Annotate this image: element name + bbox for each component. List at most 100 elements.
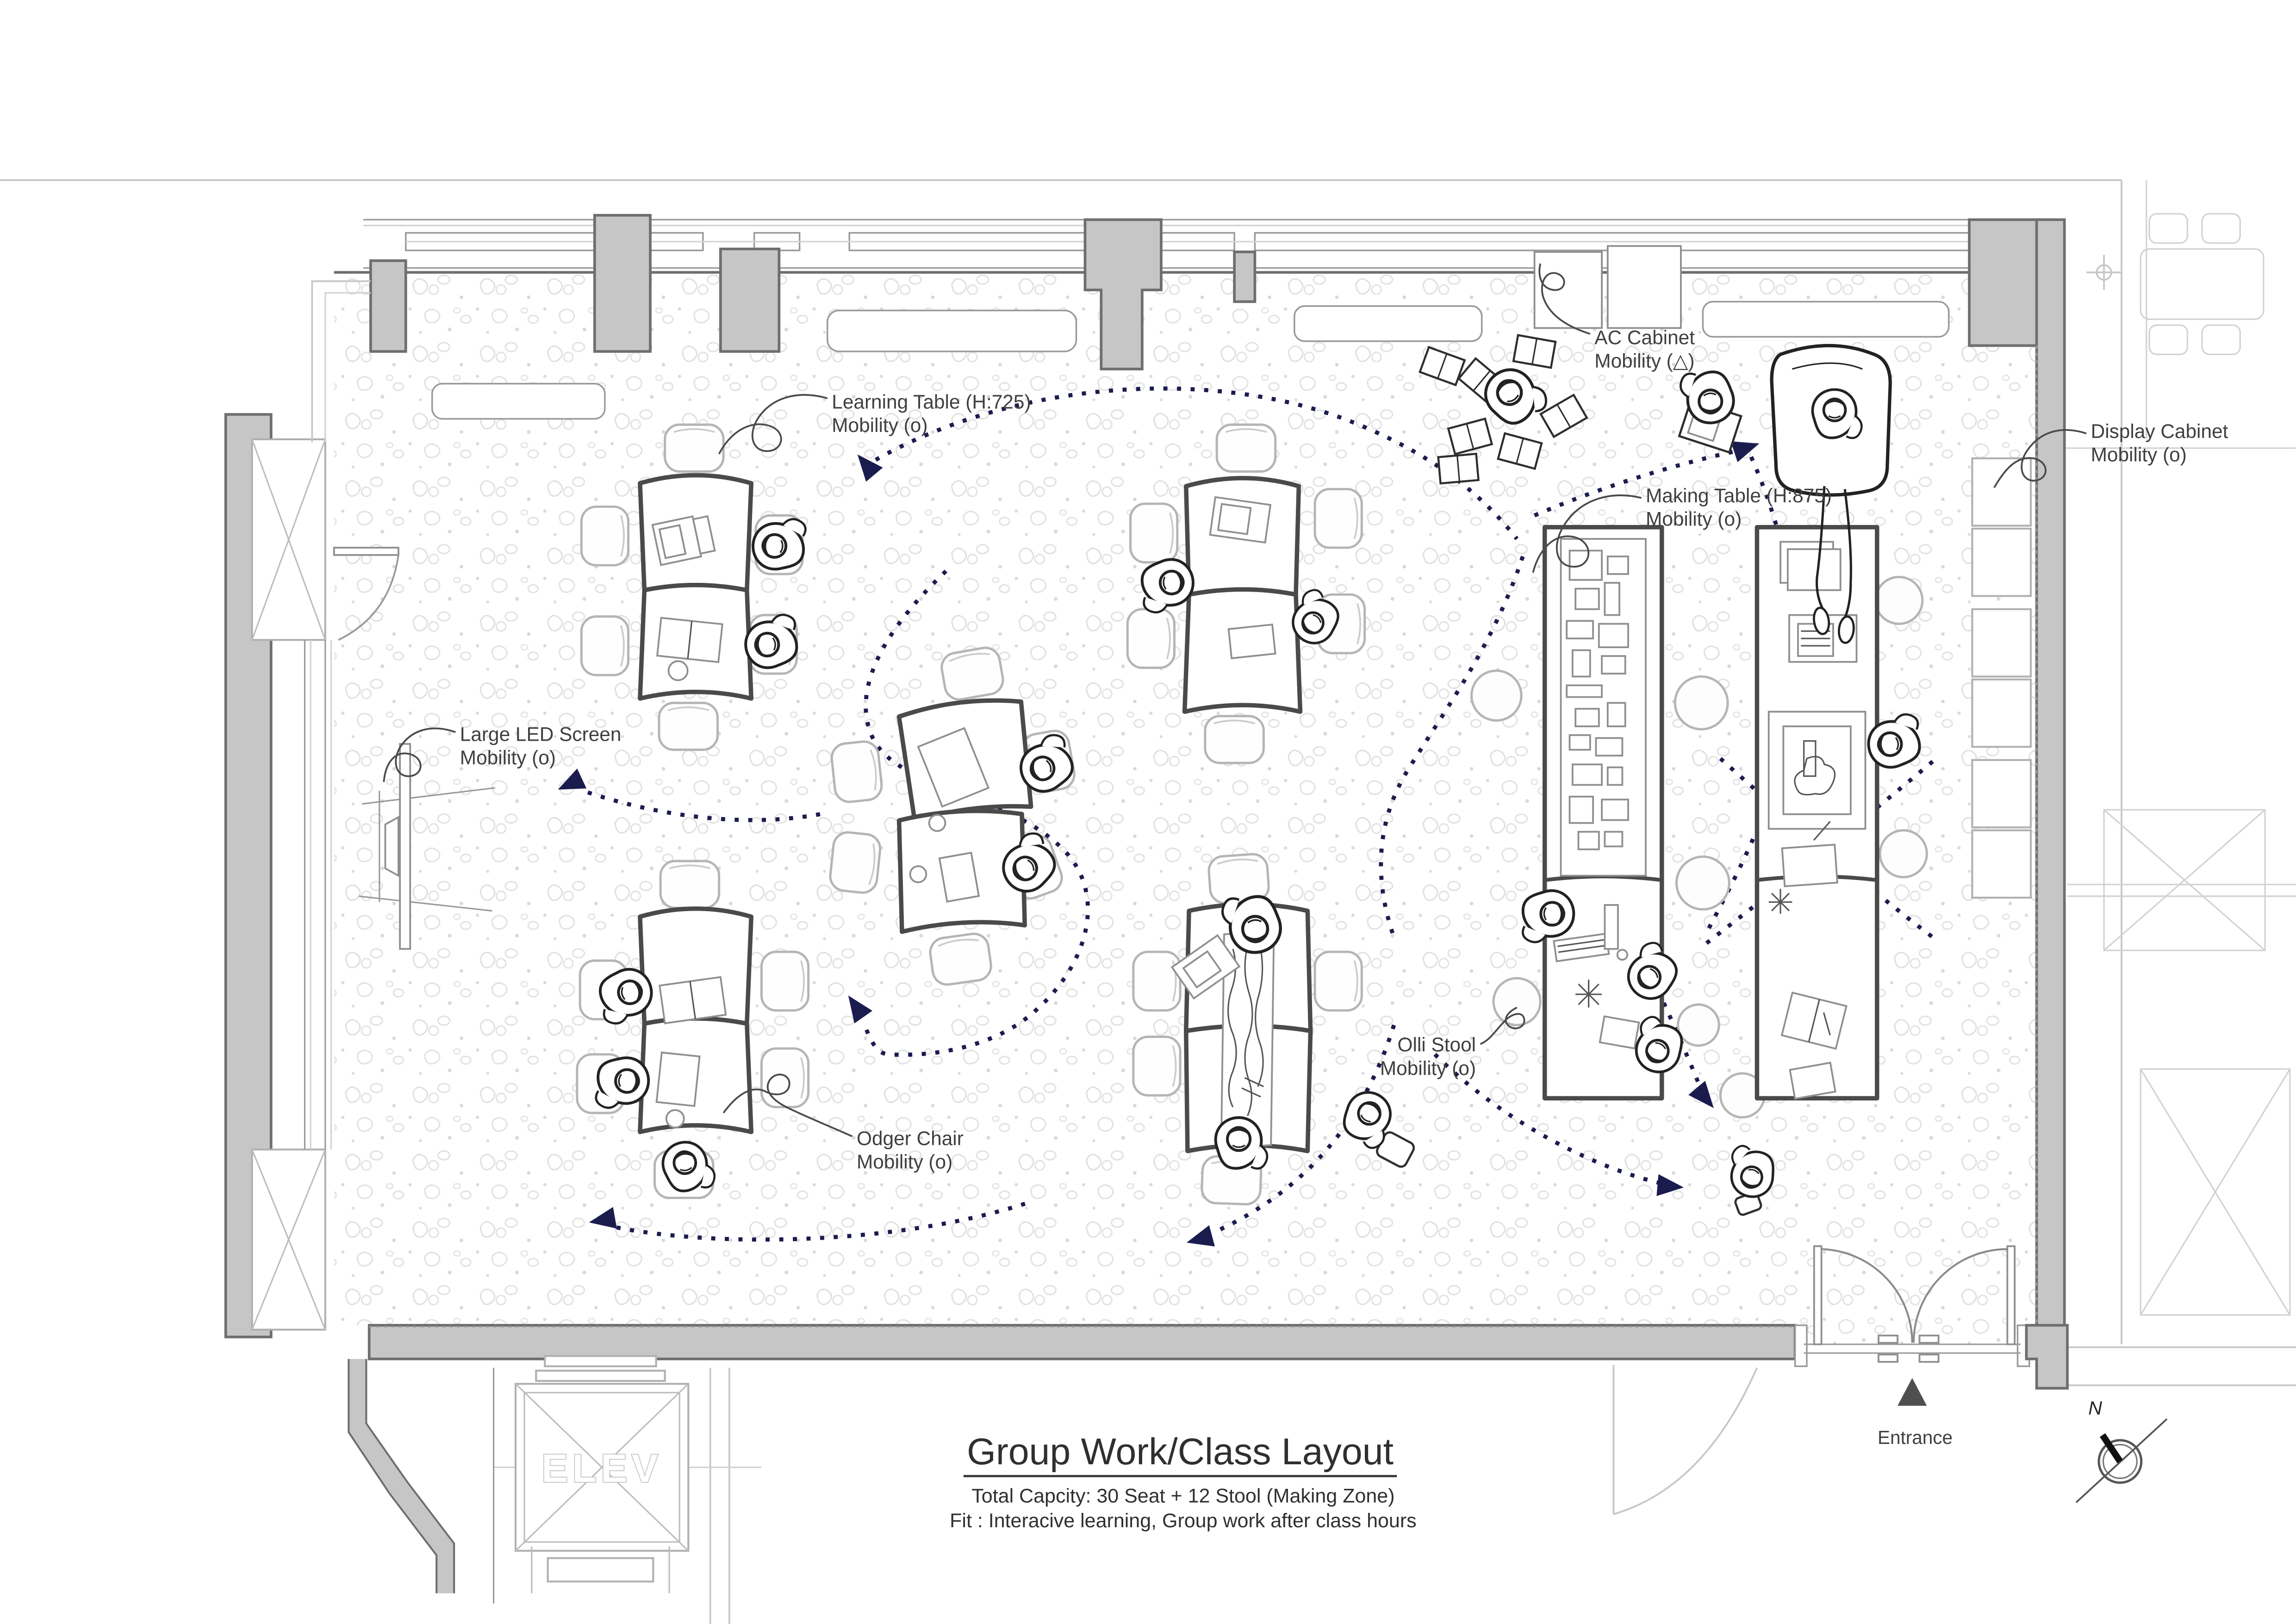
person-figure [744,613,798,669]
pegboard-part [1566,684,1603,698]
pegboard-part [1574,708,1600,727]
person-figure [1292,589,1339,644]
elevator-lobby: ELEV [333,547,690,1604]
flow-arrow-icon [589,1207,617,1229]
chair [664,423,725,473]
elevator-door [535,1369,666,1382]
notebook [1780,991,1848,1050]
pegboard-part [1604,582,1620,616]
pegboard-part [1577,831,1600,850]
left-shaft-top [251,438,326,641]
person-figure [1343,1091,1392,1149]
context-lines [0,179,2296,1624]
making-table-1 [1542,525,1664,1101]
stool [1874,575,1924,625]
book [1447,417,1493,456]
cup [909,865,927,883]
survey-cross-icon [2086,255,2122,290]
bottom-wall [367,1324,1797,1361]
column [369,259,407,353]
capacity-line: Total Capcity: 30 Seat + 12 Stool (Makin… [971,1485,1394,1507]
person-figure [1221,895,1282,954]
right-wall [2035,218,2066,1361]
pegboard-part [1568,550,1603,581]
legs [1816,486,1852,618]
person-figure [1635,1016,1683,1074]
chair [658,701,719,751]
entrance-label: Entrance [1878,1427,1953,1448]
fit-line: Fit : Interacive learning, Group work af… [950,1510,1417,1532]
context-door-swing [1613,1367,1758,1515]
flow-arrow-icon [1656,1174,1684,1196]
large-led-screen [359,743,495,950]
paper-roll [1220,930,1275,1149]
person-figure [1140,558,1195,613]
entrance-bay [1794,1245,2069,1390]
person-figure [1627,942,1678,1000]
stool [1675,855,1730,911]
pegboard-part [1601,799,1629,821]
chair [1215,423,1277,473]
context-shaft-1 [2103,809,2266,951]
chair [829,831,882,894]
pegboard-part [1606,556,1629,575]
paper-sheet [917,727,990,808]
north-label: N [2088,1398,2102,1419]
book [1419,346,1466,387]
paper-sheet [1599,1015,1640,1049]
person-figure [661,1141,716,1193]
chair [1126,608,1176,669]
display-cabinet-unit [1971,527,2032,597]
person-figure [1214,1116,1269,1170]
chair [1132,950,1182,1012]
cup [928,814,946,832]
column [593,214,652,353]
cup [667,660,689,681]
entry-door-swing-left [1821,1248,1913,1343]
paper-sheet [1227,623,1276,659]
person-figure [1730,1145,1774,1198]
elevator-label: ELEV [541,1447,662,1491]
pegboard-part [1604,831,1624,848]
person-figure [1020,734,1074,793]
entry-door-leaf-right [2006,1245,2016,1345]
paper-and-pen [1781,821,1838,887]
drawing-board [1767,711,1867,830]
chair [760,1047,810,1108]
column [719,247,781,353]
column [1233,250,1257,303]
scribble [1575,980,1602,1008]
pegboard-part [1571,649,1591,678]
pegboard-part [1595,737,1624,757]
left-shaft-bottom [251,1149,326,1331]
top-window-band [334,214,2051,370]
pegboard-part [1606,766,1624,786]
person-figure [598,968,653,1024]
person-figure [1521,889,1575,943]
person-figure [1002,832,1056,893]
ac-cabinet [1533,245,1682,329]
person-figure [1811,388,1863,439]
tablet [655,1051,701,1107]
display-cabinet-unit [1971,829,2032,899]
laptop [1170,934,1241,1000]
walls [224,214,2069,1593]
stepped-wall [348,1359,455,1593]
t-column [1083,218,1163,370]
chair [1313,950,1363,1012]
annotation-making-table: Making Table (H:875)Mobility (o) [1646,485,1832,530]
flow-arrow-icon [1688,1081,1714,1108]
context-table [2140,248,2265,320]
chair [580,615,630,676]
door-hardware [1878,1334,1940,1363]
chair [1129,502,1179,564]
corner-block [2025,1324,2069,1390]
flow-arrow-icon [558,768,587,790]
window-glazing [405,232,1970,251]
pen [1244,1077,1264,1087]
pegboard-part [1568,795,1594,824]
